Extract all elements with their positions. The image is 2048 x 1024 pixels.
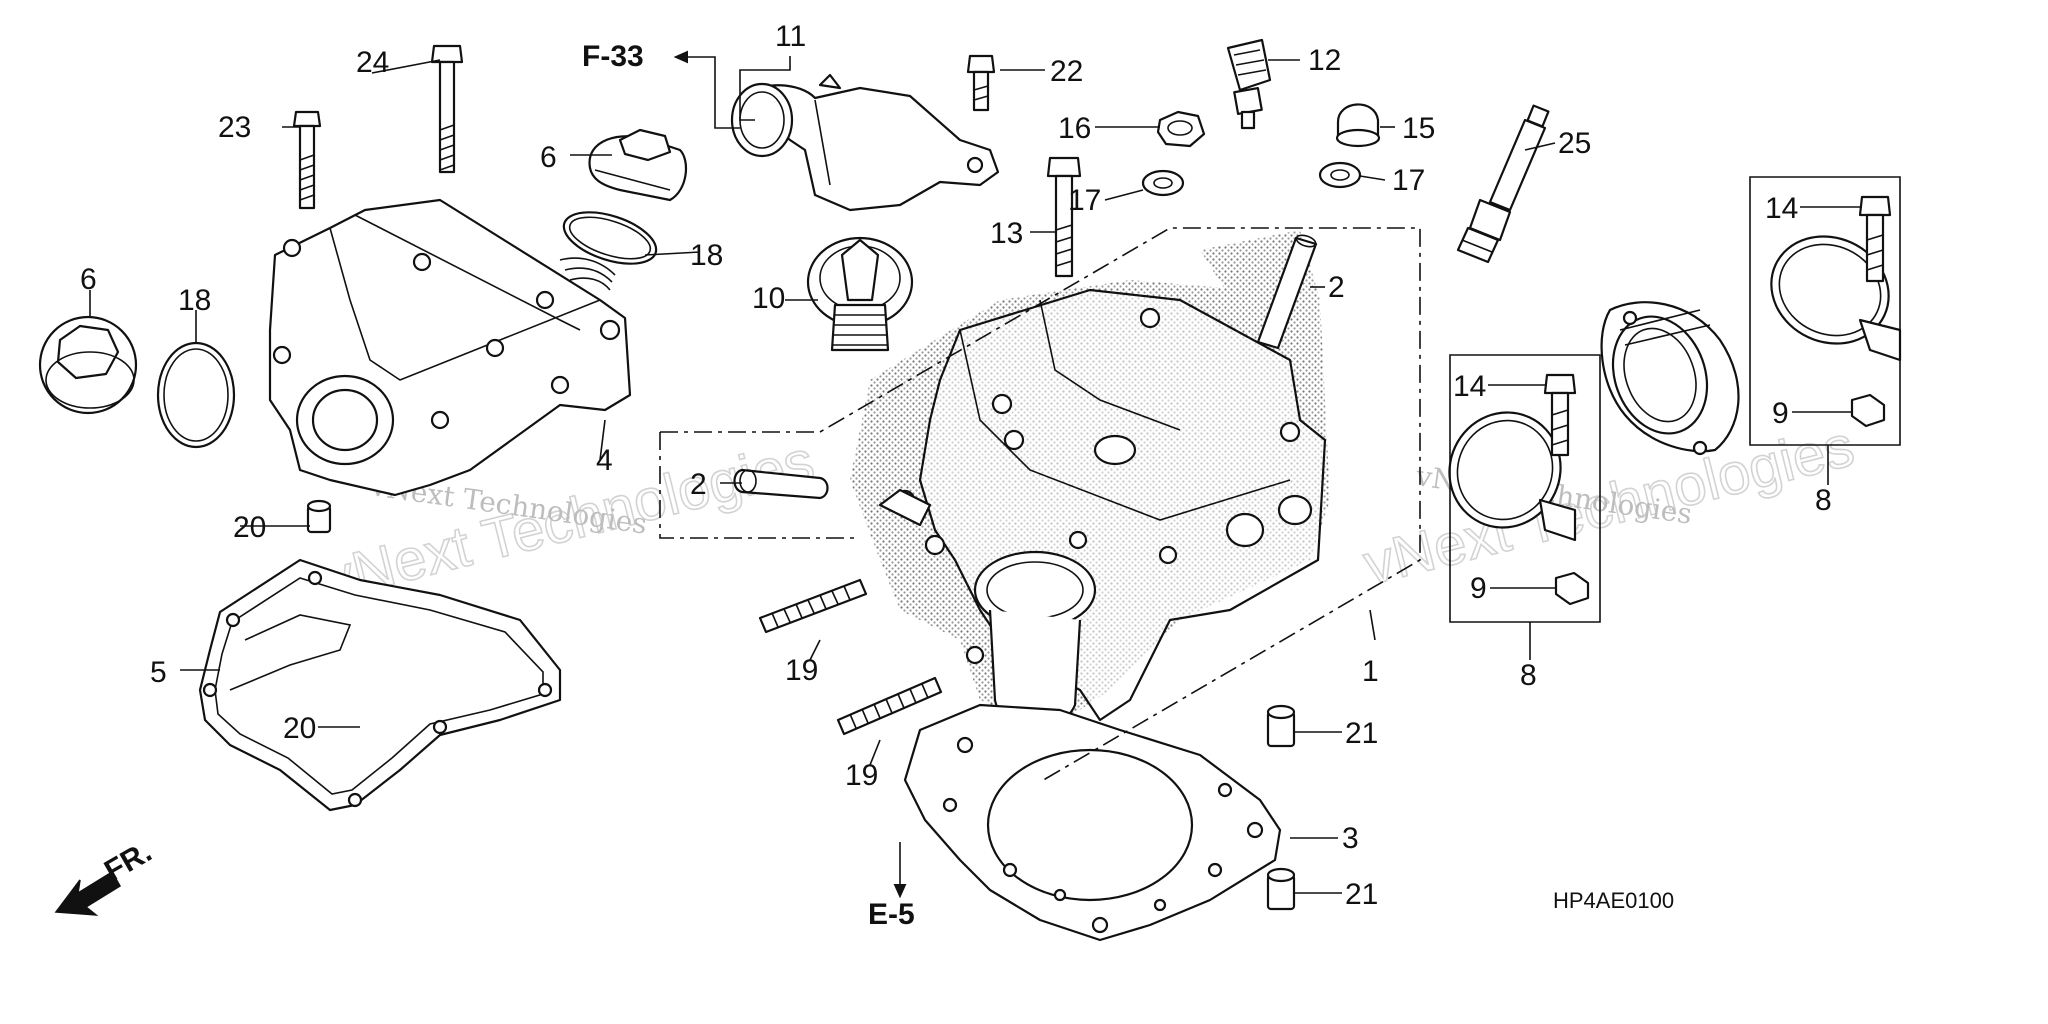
stud-bolt-19-upper [758,578,868,634]
bolt-13 [1046,156,1082,278]
diagram-code: HP4AE0100 [1553,888,1674,913]
oil-filler-cap-top [588,128,687,202]
head-cover-gasket [198,558,562,812]
insulator-joint [1600,301,1740,456]
oil-filler-cap-left [38,315,138,415]
dowel-2-left [733,468,829,500]
cylinder-head-cover [268,198,632,497]
callout-13: 13 [990,217,1023,250]
o-ring-18-left [156,341,236,449]
dowel-21-upper [1266,704,1296,748]
leader-lines [89,50,1862,899]
callout-8-lower: 8 [1520,659,1537,692]
spark-plug-25 [1456,104,1550,264]
dowel-pin-20-top [306,499,332,534]
bolt-23 [292,110,322,210]
band-clamp-upper [1770,235,1902,362]
callout-4: 4 [596,444,613,477]
callout-9-upper: 9 [1772,397,1789,430]
callout-1: 1 [1362,655,1379,688]
reference-e5: E-5 [868,898,915,931]
callout-11: 11 [775,20,806,53]
stud-bolt-19-lower [836,676,943,736]
callout-10: 10 [752,282,785,315]
cylinder-head-gasket [903,703,1282,942]
reference-f33: F-33 [582,40,644,73]
callout-19-lower: 19 [845,759,878,792]
callout-6-left: 6 [80,263,97,296]
watermark-right: vNext Technologies vNext Technologies [1357,412,1861,598]
bolt-24 [430,44,464,174]
callout-16: 16 [1058,112,1091,145]
callout-2-right: 2 [1328,271,1345,304]
callout-8-upper: 8 [1815,484,1832,517]
washer-17-left [1141,169,1185,197]
callout-12: 12 [1308,44,1341,77]
callout-17-left: 17 [1068,184,1101,217]
cylinder-head [850,230,1330,752]
callout-19-upper: 19 [785,654,818,687]
temperature-sensor-12 [1226,38,1272,130]
callout-6-top: 6 [540,141,557,174]
bolt-22 [966,54,996,112]
callout-21-upper: 21 [1345,717,1378,750]
callout-17-right: 17 [1392,164,1425,197]
clamp-nut-9-upper [1850,393,1886,428]
callout-3: 3 [1342,822,1359,855]
washer-17-right [1318,161,1362,189]
callout-24: 24 [356,46,389,79]
callout-20-top: 20 [233,511,266,544]
dowel-2-right [1256,234,1318,350]
cap-nut-15 [1335,103,1381,148]
callout-9-lower: 9 [1470,572,1487,605]
clamp-screw-14-upper [1858,195,1892,283]
callout-18-top: 18 [690,239,723,272]
callout-2-left: 2 [690,468,707,501]
grouping-lines [659,176,1901,783]
callout-25: 25 [1558,127,1591,160]
callout-18-left: 18 [178,284,211,317]
band-clamp-lower [1448,411,1577,542]
callout-15: 15 [1402,112,1435,145]
callout-22: 22 [1050,55,1083,88]
callout-14-lower: 14 [1453,370,1486,403]
callout-20-bottom: 20 [283,712,316,745]
front-arrow: FR. [54,835,157,916]
callout-labels: 1 2 2 3 4 5 6 6 8 8 9 9 10 11 12 13 14 1… [80,20,1832,911]
dowel-21-lower [1266,867,1296,911]
callout-21-lower: 21 [1345,878,1378,911]
callout-23: 23 [218,111,251,144]
clamp-screw-14-lower [1543,373,1577,457]
callout-14-upper: 14 [1765,192,1798,225]
nut-16 [1156,110,1206,148]
o-ring-18-top [562,211,658,265]
callout-5: 5 [150,656,167,689]
thermostat-cover [730,73,1000,212]
clamp-nut-9-lower [1554,571,1590,606]
thermostat [806,236,914,352]
